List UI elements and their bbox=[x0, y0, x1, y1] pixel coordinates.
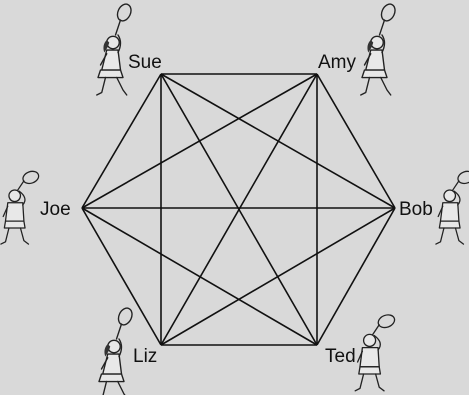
tennis-player-male-icon bbox=[436, 169, 469, 244]
player-label: Amy bbox=[318, 52, 357, 73]
player-sue: Sue bbox=[97, 2, 162, 95]
edge-ted-joe bbox=[82, 208, 317, 345]
player-ted: Ted bbox=[325, 313, 396, 391]
player-label: Bob bbox=[399, 199, 433, 220]
player-label: Joe bbox=[40, 199, 71, 220]
tennis-player-male-icon bbox=[1, 169, 40, 244]
tennis-player-female-icon bbox=[97, 2, 134, 95]
player-amy: Amy bbox=[318, 2, 398, 95]
connection-lines bbox=[82, 74, 395, 345]
player-bob: Bob bbox=[399, 169, 469, 244]
player-label: Liz bbox=[133, 346, 157, 367]
edge-sue-joe bbox=[82, 74, 161, 208]
player-label: Sue bbox=[128, 52, 162, 73]
tennis-player-male-icon bbox=[355, 313, 396, 391]
player-liz: Liz bbox=[98, 306, 158, 395]
tennis-player-female-icon bbox=[361, 2, 398, 95]
edge-bob-ted bbox=[317, 208, 395, 345]
edge-amy-joe bbox=[82, 74, 317, 208]
player-joe: Joe bbox=[1, 169, 71, 244]
player-label: Ted bbox=[325, 346, 356, 367]
edge-bob-liz bbox=[161, 208, 395, 345]
edge-amy-bob bbox=[317, 74, 395, 208]
tennis-player-female-icon bbox=[98, 306, 135, 395]
